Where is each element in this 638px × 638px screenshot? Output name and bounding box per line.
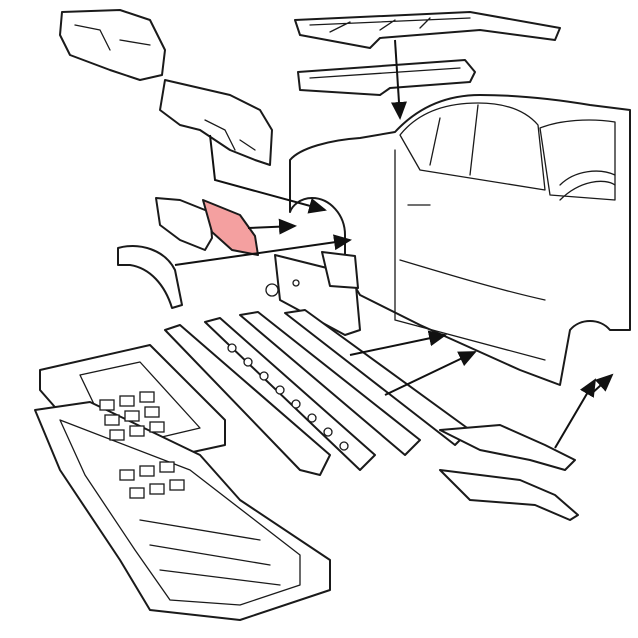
floor-grid [99,391,185,499]
sill-rails [164,309,471,476]
rail-holes [227,343,349,451]
roof-panels [294,11,561,96]
floor-pans [34,344,331,621]
fender-pieces [117,197,213,309]
rear-outriggers [439,424,579,521]
highlighted-repair-panel [202,199,259,256]
pointer-arrows [174,39,614,449]
jack-plate [265,251,361,336]
upper-left-panels [59,9,273,166]
